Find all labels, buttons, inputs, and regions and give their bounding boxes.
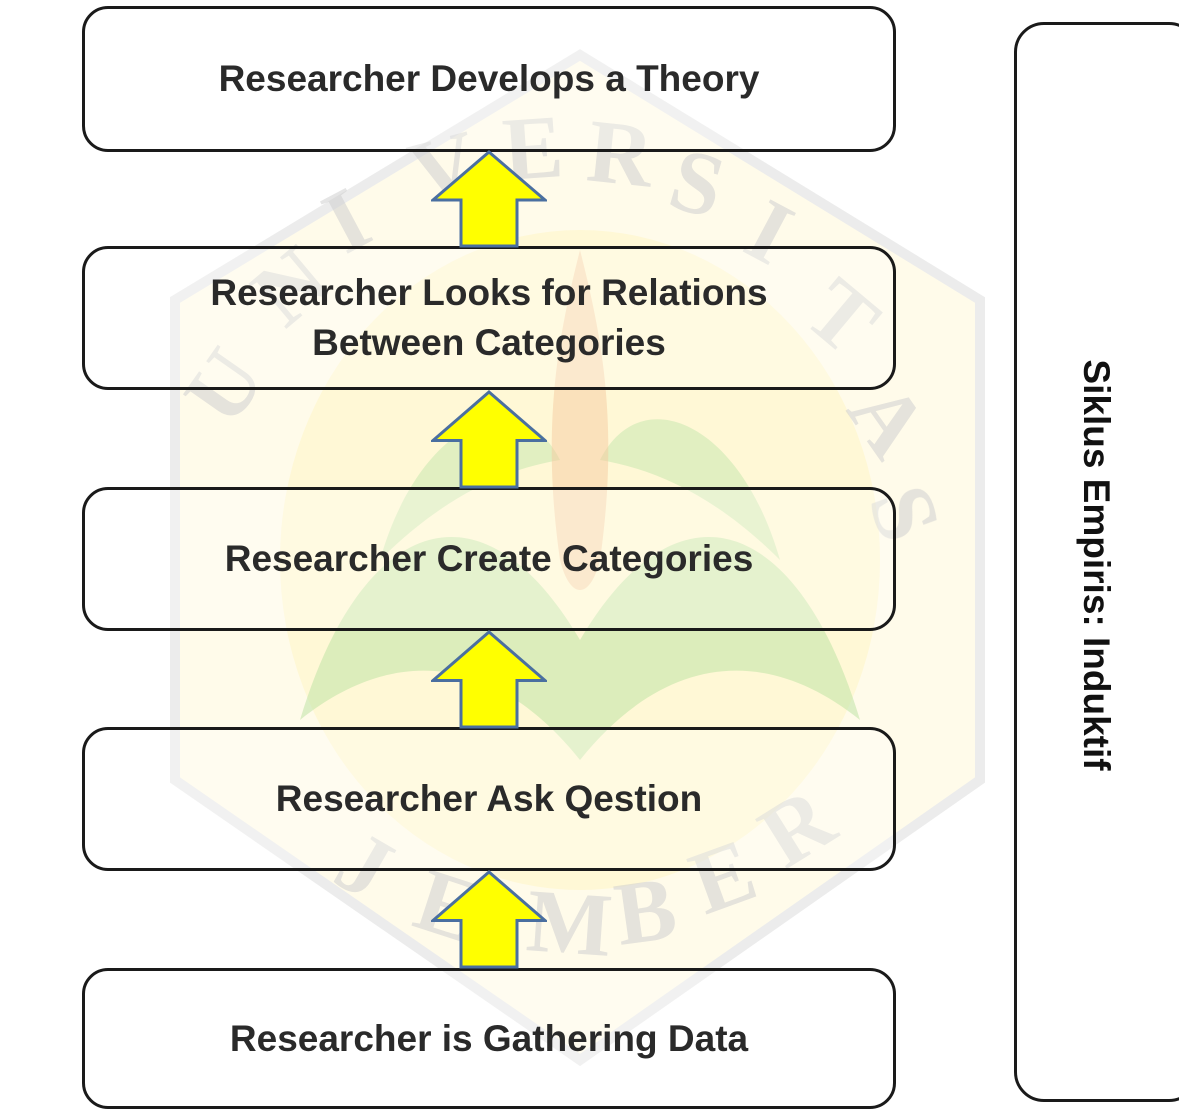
- up-arrow-icon: [431, 150, 547, 248]
- up-arrow-icon: [431, 630, 547, 729]
- up-arrow-icon: [431, 870, 547, 969]
- step-looks-for-relations: Researcher Looks for Relations Between C…: [82, 246, 896, 390]
- step-label: Researcher Create Categories: [224, 538, 754, 580]
- step-ask-question: Researcher Ask Qestion: [82, 727, 896, 871]
- watermark-letter: R: [583, 101, 659, 206]
- step-label: Researcher is Gathering Data: [229, 1017, 749, 1059]
- up-arrow-icon: [431, 390, 547, 489]
- step-develops-theory: Researcher Develops a Theory: [82, 6, 896, 152]
- step-label: Researcher Ask Qestion: [275, 778, 703, 820]
- cycle-label: Siklus Empiris: Induktif: [1076, 359, 1117, 771]
- step-label: Researcher Looks for Relations Between C…: [210, 272, 768, 363]
- step-label: Researcher Develops a Theory: [218, 58, 760, 100]
- watermark-letter: M: [524, 871, 616, 976]
- step-create-categories: Researcher Create Categories: [82, 487, 896, 631]
- watermark-letter: B: [609, 858, 682, 964]
- step-gathering-data: Researcher is Gathering Data: [82, 968, 896, 1109]
- cycle-side-panel: [1014, 22, 1179, 1102]
